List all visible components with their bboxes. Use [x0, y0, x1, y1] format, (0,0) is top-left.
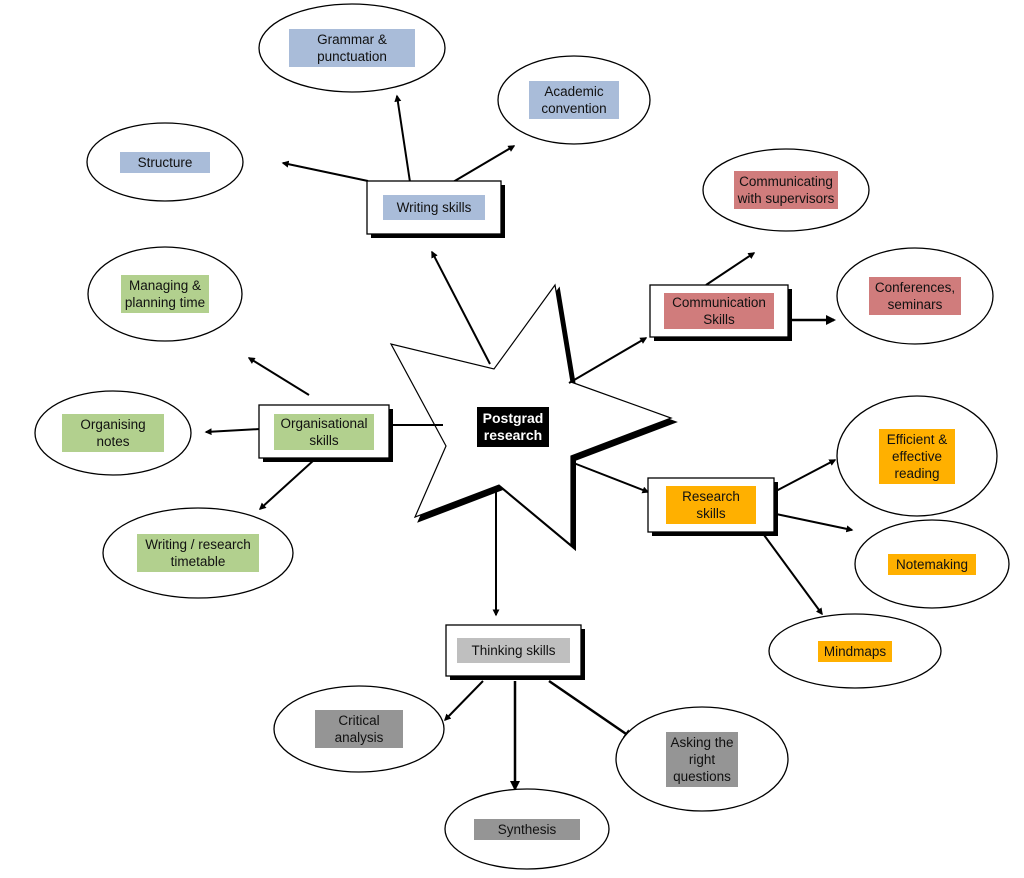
- leaf-notemaking-label: Notemaking: [887, 553, 977, 575]
- leaf-efficient-label: Efficient & effective reading: [878, 428, 956, 484]
- center-label: Postgrad research: [476, 407, 550, 447]
- arrow-thinking-to-asking: [548, 679, 634, 740]
- arrow-research-to-efficient: [775, 459, 837, 492]
- leaf-supervisors-label: Communicating with supervisors: [733, 171, 839, 209]
- leaf-asking-label: Asking the right questions: [666, 731, 738, 787]
- leaf-grammar-label: Grammar & punctuation: [289, 29, 415, 67]
- arrow-writing-to-grammar: [394, 94, 411, 183]
- leaf-synthesis-label: Synthesis: [473, 818, 581, 840]
- arrow-organisational-to-notes: [204, 428, 261, 436]
- hub-research-label: Research skills: [666, 486, 756, 524]
- hub-writing-label: Writing skills: [382, 195, 486, 220]
- arrow-organisational-to-managing: [247, 357, 310, 396]
- leaf-managing-label: Managing & planning time: [120, 275, 210, 313]
- arrow-communication-to-supervisors: [705, 252, 756, 286]
- arrow-thinking-to-critical: [444, 680, 484, 722]
- leaf-timetable-label: Writing / research timetable: [137, 534, 259, 572]
- arrow-center-to-communication: [568, 337, 648, 384]
- arrow-research-to-notemaking: [775, 513, 854, 533]
- arrow-research-to-mindmaps: [763, 534, 823, 616]
- leaf-academic-label: Academic convention: [529, 81, 619, 119]
- leaf-structure-label: Structure: [119, 151, 211, 173]
- arrow-center-to-writing: [431, 250, 491, 365]
- arrow-organisational-to-timetable: [258, 459, 315, 510]
- hub-communication-label: Communication Skills: [664, 293, 774, 329]
- leaf-conferences-label: Conferences, seminars: [868, 277, 962, 315]
- arrow-writing-to-academic: [452, 145, 516, 183]
- hub-thinking-label: Thinking skills: [457, 638, 570, 663]
- arrow-writing-to-structure: [281, 160, 369, 182]
- hub-organisational-label: Organisational skills: [274, 413, 374, 450]
- leaf-notes-label: Organising notes: [62, 414, 164, 452]
- leaf-mindmaps-label: Mindmaps: [817, 640, 893, 662]
- arrow-center-to-research: [570, 461, 650, 494]
- leaf-critical-label: Critical analysis: [314, 710, 404, 748]
